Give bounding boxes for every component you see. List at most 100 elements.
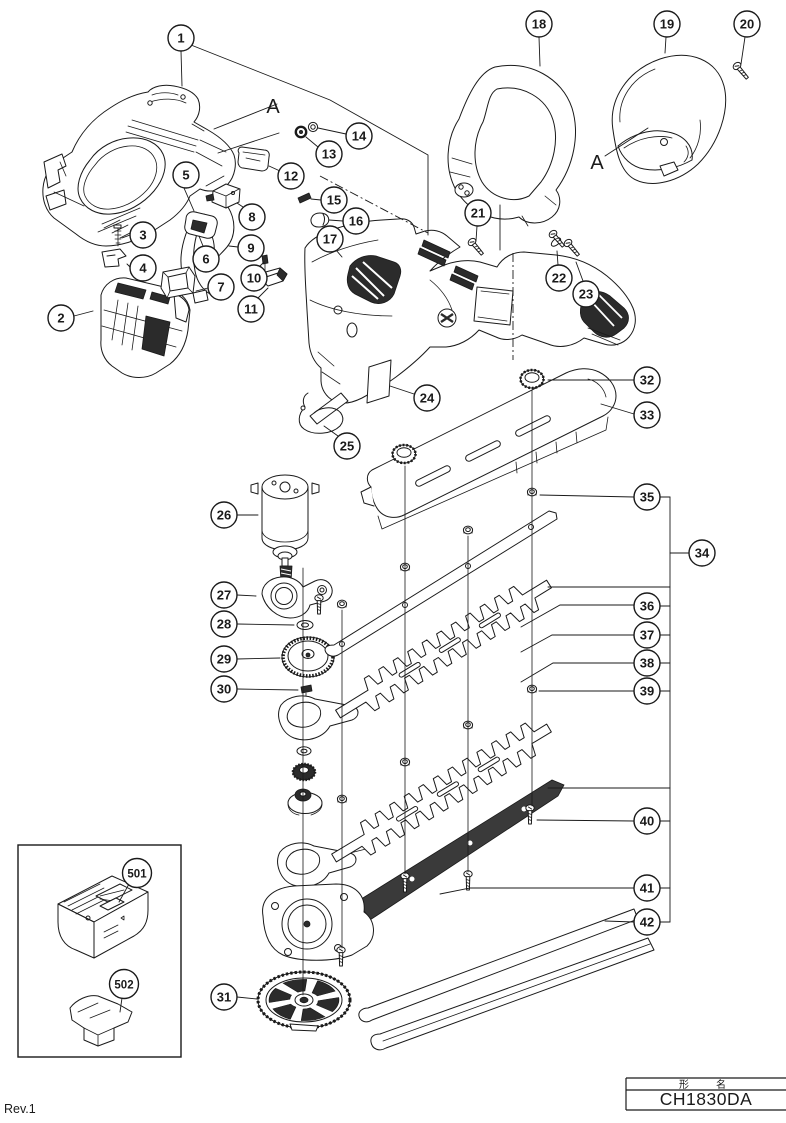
callout-25: 25 (323, 425, 361, 460)
battery-pack (100, 277, 191, 378)
blade-fasteners (336, 487, 538, 967)
callout-21: 21 (464, 199, 492, 242)
svg-text:17: 17 (323, 232, 337, 247)
svg-text:11: 11 (244, 302, 258, 317)
gear-housing-part27 (261, 576, 333, 619)
callout-19: 19 (653, 10, 681, 54)
drawing-artwork (17, 54, 752, 1058)
wire-loop-part25 (298, 392, 344, 434)
svg-text:39: 39 (640, 684, 654, 699)
svg-text:6: 6 (202, 252, 209, 267)
callout-501: 501 (118, 857, 153, 903)
charger-part501 (57, 875, 149, 959)
svg-text:27: 27 (217, 588, 231, 603)
svg-text:18: 18 (532, 17, 546, 32)
svg-text:33: 33 (640, 408, 654, 423)
model-number: CH1830DA (660, 1089, 753, 1109)
callout-5: 5 (172, 161, 200, 212)
svg-text:19: 19 (660, 17, 674, 32)
callout-6: 6 (192, 235, 220, 273)
callout-10: 10 (240, 261, 268, 292)
housing-left-half (42, 84, 236, 247)
callout-28: 28 (210, 610, 295, 638)
svg-text:2: 2 (57, 311, 64, 326)
title-block-label-kanji-1: 形 (679, 1079, 689, 1091)
svg-text:36: 36 (640, 599, 654, 614)
svg-text:31: 31 (217, 990, 231, 1005)
section-markers: AA (266, 96, 604, 174)
callout-37: 37 (520, 621, 671, 653)
callout-26: 26 (210, 501, 259, 529)
callout-38: 38 (520, 649, 671, 683)
title-block: 形 名 CH1830DA (625, 1077, 786, 1111)
screw-part41-b (463, 870, 473, 891)
callout-11: 11 (237, 287, 269, 323)
callout-30: 30 (210, 675, 299, 703)
lower-guard-part42 (358, 908, 655, 1051)
svg-text:25: 25 (340, 439, 354, 454)
callout-17: 17 (316, 225, 344, 258)
crankcase-plate (262, 779, 565, 961)
callout-14: 14 (317, 122, 373, 150)
svg-text:24: 24 (420, 391, 435, 406)
callout-32: 32 (547, 366, 661, 394)
fan-wheel-part31 (256, 970, 352, 1032)
callout-502: 502 (108, 968, 140, 1013)
callout-22: 22 (545, 250, 573, 292)
callout-15: 15 (310, 186, 348, 214)
callout-4: 4 (126, 254, 157, 282)
svg-text:30: 30 (217, 682, 231, 697)
svg-text:26: 26 (217, 508, 231, 523)
callout-42: 42 (604, 908, 671, 936)
svg-text:14: 14 (352, 129, 367, 144)
callout-27: 27 (210, 581, 257, 609)
svg-text:38: 38 (640, 656, 654, 671)
knob-part32-b (391, 443, 417, 465)
svg-text:32: 32 (640, 373, 654, 388)
plate-sliver (309, 392, 349, 425)
callout-29: 29 (210, 645, 281, 673)
section-marker-A-0: A (266, 96, 280, 118)
callout-40: 40 (536, 807, 671, 835)
reference-lines (213, 103, 671, 923)
revision-label: Rev.1 (4, 1102, 36, 1116)
eccentric-cam (287, 788, 323, 816)
svg-text:42: 42 (640, 915, 654, 930)
svg-text:23: 23 (579, 287, 593, 302)
gear-part29 (281, 636, 335, 678)
svg-text:9: 9 (247, 241, 254, 256)
pin-part10 (261, 254, 269, 265)
svg-text:29: 29 (217, 652, 231, 667)
callout-35: 35 (539, 483, 671, 511)
knob-part32-a (519, 368, 545, 390)
svg-text:16: 16 (349, 214, 363, 229)
svg-text:21: 21 (471, 206, 485, 221)
callout-34: 34 (669, 539, 716, 567)
svg-text:3: 3 (139, 228, 146, 243)
svg-text:22: 22 (552, 271, 566, 286)
callout-18: 18 (525, 10, 553, 67)
callout-24: 24 (389, 384, 441, 412)
hook-part4 (101, 248, 127, 268)
callout-39: 39 (538, 677, 671, 705)
hook-part502 (69, 995, 133, 1047)
charger-inset-box (17, 844, 182, 1058)
svg-text:34: 34 (695, 546, 710, 561)
svg-text:1: 1 (177, 31, 184, 46)
callout-33: 33 (600, 401, 661, 429)
callout-7: 7 (195, 273, 235, 301)
callout-36: 36 (520, 592, 671, 628)
svg-text:13: 13 (322, 147, 336, 162)
callout-13: 13 (305, 136, 343, 168)
screw-part22 (547, 228, 568, 250)
svg-text:10: 10 (247, 271, 261, 286)
motor-part26 (250, 474, 320, 583)
callout-1: 1 (167, 24, 429, 236)
svg-text:502: 502 (114, 980, 133, 992)
callout-20: 20 (733, 10, 761, 65)
callout-41: 41 (439, 874, 671, 902)
callout-3: 3 (121, 221, 157, 249)
